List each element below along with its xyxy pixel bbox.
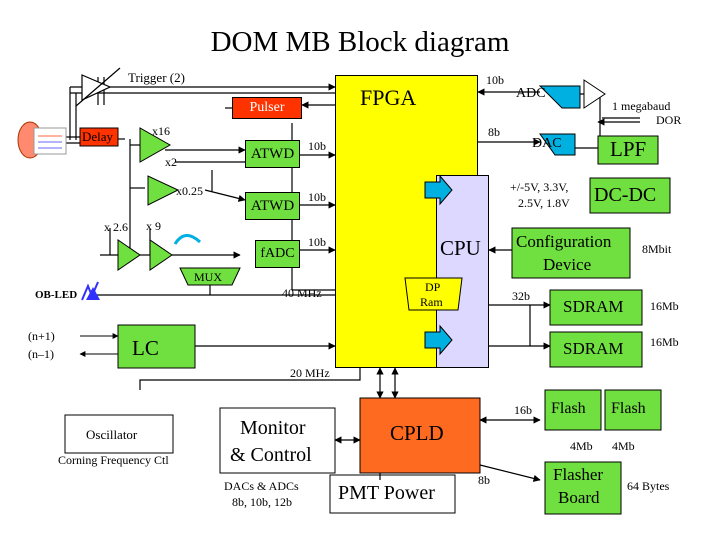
bus-16b-label: 16b xyxy=(514,403,532,417)
cpld-label: CPLD xyxy=(390,421,444,445)
cpu-label: CPU xyxy=(440,236,481,260)
monitor-label-2: & Control xyxy=(230,444,312,466)
lpf-label: LPF xyxy=(610,137,647,161)
ob-led-icon xyxy=(81,281,100,301)
trigger-label: Trigger (2) xyxy=(128,70,185,85)
atwd1-bus-label: 10b xyxy=(308,139,326,153)
power-label-2: 2.5V, 1.8V xyxy=(518,196,570,210)
config-label-2: Device xyxy=(543,255,592,274)
lpf-box xyxy=(597,135,659,165)
sdram2-box xyxy=(549,331,643,368)
delay-box xyxy=(79,127,119,147)
mux-shape xyxy=(179,267,241,286)
clock-20mhz-label: 20 MHz xyxy=(290,366,330,380)
clock-lines xyxy=(139,368,361,390)
flash1-label: Flash xyxy=(551,400,586,417)
fadc-box: fADC xyxy=(255,240,300,268)
adc-driver-icon xyxy=(583,79,606,109)
pulser-box: Pulser xyxy=(232,97,302,119)
atwd2-box: ATWD xyxy=(245,192,300,220)
oscillator-label: Oscillator xyxy=(86,427,138,442)
config-box xyxy=(511,227,631,279)
dacs-adcs-label: DACs & ADCs xyxy=(224,479,299,493)
page-title: DOM MB Block diagram xyxy=(210,26,510,58)
bits-label: 8b, 10b, 12b xyxy=(232,495,292,509)
sdram2-size-label: 16Mb xyxy=(650,335,679,349)
sdram1-label: SDRAM xyxy=(563,297,624,316)
dac-label: DAC xyxy=(532,136,562,151)
bus-32b-label: 32b xyxy=(512,289,530,303)
flash2-label: Flash xyxy=(611,400,646,417)
monitor-box xyxy=(219,407,336,474)
x025-amplifier-icon xyxy=(147,175,180,206)
bus-10b-top-label: 10b xyxy=(486,73,504,87)
adc-shape xyxy=(538,85,581,109)
x16-label: x16 xyxy=(152,124,170,138)
atwd2-bus-label: 10b xyxy=(308,190,326,204)
trigger-discriminator-icon xyxy=(75,67,121,107)
config-label: Configuration xyxy=(516,232,612,251)
x9-label: x 9 xyxy=(146,219,161,233)
flasher-box xyxy=(544,461,622,515)
corning-label: Corning Frequency Ctl xyxy=(58,453,169,467)
sdram1-box xyxy=(549,289,643,326)
baud-label: 1 megabaud xyxy=(612,99,671,113)
pmt-power-box xyxy=(329,474,456,514)
lc-cpu-arrow-icon xyxy=(424,324,453,356)
atwd1-box: ATWD xyxy=(245,140,300,168)
adc-label: ADC xyxy=(516,86,546,101)
flasher-label-2: Board xyxy=(558,488,600,507)
fadc-bus-label: 10b xyxy=(308,235,326,249)
dac-shape xyxy=(539,133,576,156)
x26-amplifier-icon xyxy=(117,239,141,271)
monitor-label: Monitor xyxy=(240,417,306,439)
x9-amplifier-icon xyxy=(149,239,173,271)
cpu-in-arrow-icon xyxy=(424,174,453,206)
pmt-power-label: PMT Power xyxy=(338,482,435,504)
mbit-label: 8Mbit xyxy=(642,242,672,256)
bus-8b-dac-label: 8b xyxy=(488,125,500,139)
clock-40mhz-label: 40 MHz xyxy=(282,286,322,300)
power-label: +/-5V, 3.3V, xyxy=(510,180,569,194)
dcdc-box xyxy=(589,177,671,214)
mux-label: MUX xyxy=(194,270,223,284)
ob-led-label: OB-LED xyxy=(35,289,78,301)
dpram-label-2: Ram xyxy=(420,295,443,309)
waveform-icon xyxy=(173,234,202,245)
x16-amplifier-icon xyxy=(139,127,172,163)
x2-label: x2 xyxy=(165,155,177,169)
flash2-size-label: 4Mb xyxy=(612,439,635,453)
oscillator-box xyxy=(64,414,174,454)
flash1-box xyxy=(544,389,602,431)
flasher-size-label: 64 Bytes xyxy=(627,479,670,493)
dcdc-label: DC-DC xyxy=(594,184,657,206)
dpram-label: DP xyxy=(425,280,441,294)
neighbor-plus-label: (n+1) xyxy=(28,329,55,343)
lc-label: LC xyxy=(132,336,159,360)
amplifiers xyxy=(117,127,180,271)
bus-8b-cpld-label: 8b xyxy=(478,473,490,487)
neighbor-minus-label: (n–1) xyxy=(28,347,54,361)
flash1-size-label: 4Mb xyxy=(570,439,593,453)
x025-label: x0.25 xyxy=(176,184,203,198)
fpga-label: FPGA xyxy=(360,85,417,110)
sdram2-label: SDRAM xyxy=(563,339,624,358)
dor-label: DOR xyxy=(656,113,682,127)
x26-label: x 2.6 xyxy=(104,220,128,234)
pmt-icon xyxy=(17,121,67,159)
dpram-box xyxy=(404,277,463,311)
cpld-box xyxy=(359,397,481,474)
flasher-label: Flasher xyxy=(553,465,604,484)
delay-label: Delay xyxy=(82,129,114,144)
flash2-box xyxy=(604,389,662,431)
sdram1-size-label: 16Mb xyxy=(650,299,679,313)
